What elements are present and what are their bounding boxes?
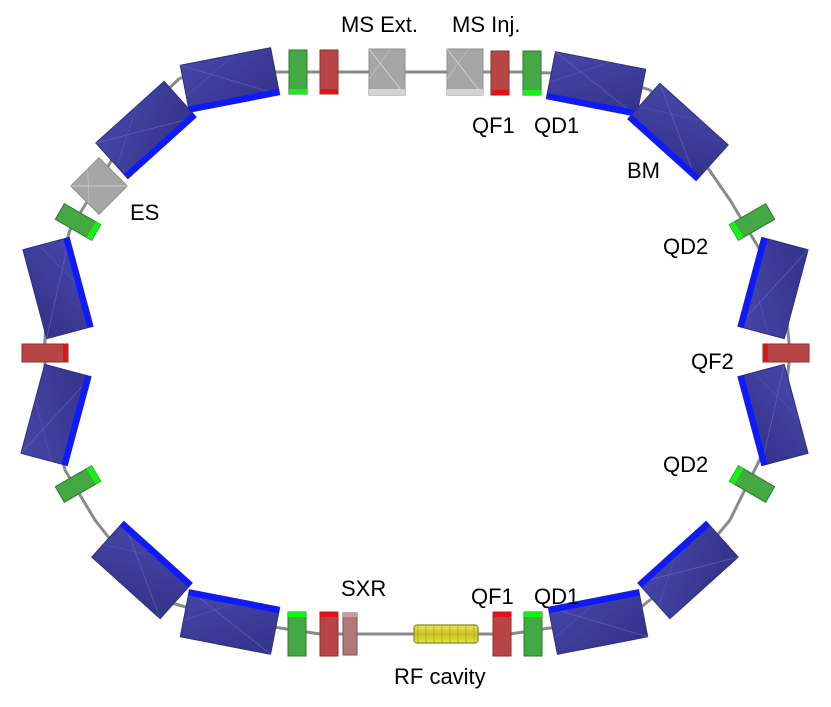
quad-qf-bottom-left xyxy=(319,611,339,657)
dipole-top-left xyxy=(179,47,281,113)
quad-qd1-bottom xyxy=(523,611,543,657)
dipole-right-upper xyxy=(737,236,809,340)
septum-ms-ext xyxy=(368,48,406,96)
quad-qd-upper-left xyxy=(54,203,102,241)
quad-qd-bottom-left xyxy=(287,611,307,657)
label-qf2: QF2 xyxy=(691,349,734,374)
quad-qd2-lower xyxy=(728,465,776,503)
label-qd1-bottom: QD1 xyxy=(534,584,580,609)
rf-cavity xyxy=(413,624,479,644)
label-qf1-bottom: QF1 xyxy=(471,584,514,609)
label-ms-ext: MS Ext. xyxy=(341,12,419,37)
quad-qd-top-left xyxy=(288,49,308,95)
dipole-bm xyxy=(627,82,729,182)
quad-qd-lower-left xyxy=(54,465,102,503)
dipole-upper-left xyxy=(95,80,197,180)
label-rf-cavity: RF cavity xyxy=(394,664,486,689)
quad-qf-left xyxy=(21,343,69,363)
quad-qd2-upper xyxy=(728,203,776,241)
sextupole-sxr xyxy=(342,612,358,656)
label-es: ES xyxy=(130,200,160,225)
quad-qf1-top xyxy=(490,50,510,96)
label-qd2-upper: QD2 xyxy=(663,234,709,259)
dipole-left-lower xyxy=(20,363,92,467)
septum-ms-inj xyxy=(446,48,484,96)
label-sxr: SXR xyxy=(341,576,387,601)
quad-qd1-top xyxy=(522,50,542,96)
dipole-bottom-right xyxy=(547,589,649,655)
dipole-bottom-left xyxy=(179,589,281,655)
quad-qf-top-left xyxy=(319,49,339,95)
septum-es xyxy=(70,157,128,215)
label-qf1-top: QF1 xyxy=(472,113,515,138)
ring-elements xyxy=(20,47,810,657)
label-qd2-lower: QD2 xyxy=(663,452,709,477)
label-qd1-top: QD1 xyxy=(534,113,580,138)
dipole-right-lower xyxy=(737,363,809,467)
label-bm: BM xyxy=(627,158,660,183)
dipole-top-right xyxy=(545,51,647,117)
quad-qf1-bottom xyxy=(492,611,512,657)
quad-qf2 xyxy=(762,343,810,363)
label-ms-inj: MS Inj. xyxy=(452,12,521,37)
dipole-lower-left xyxy=(91,520,193,620)
dipole-lower-right xyxy=(637,520,739,620)
dipole-left-upper xyxy=(22,236,94,340)
